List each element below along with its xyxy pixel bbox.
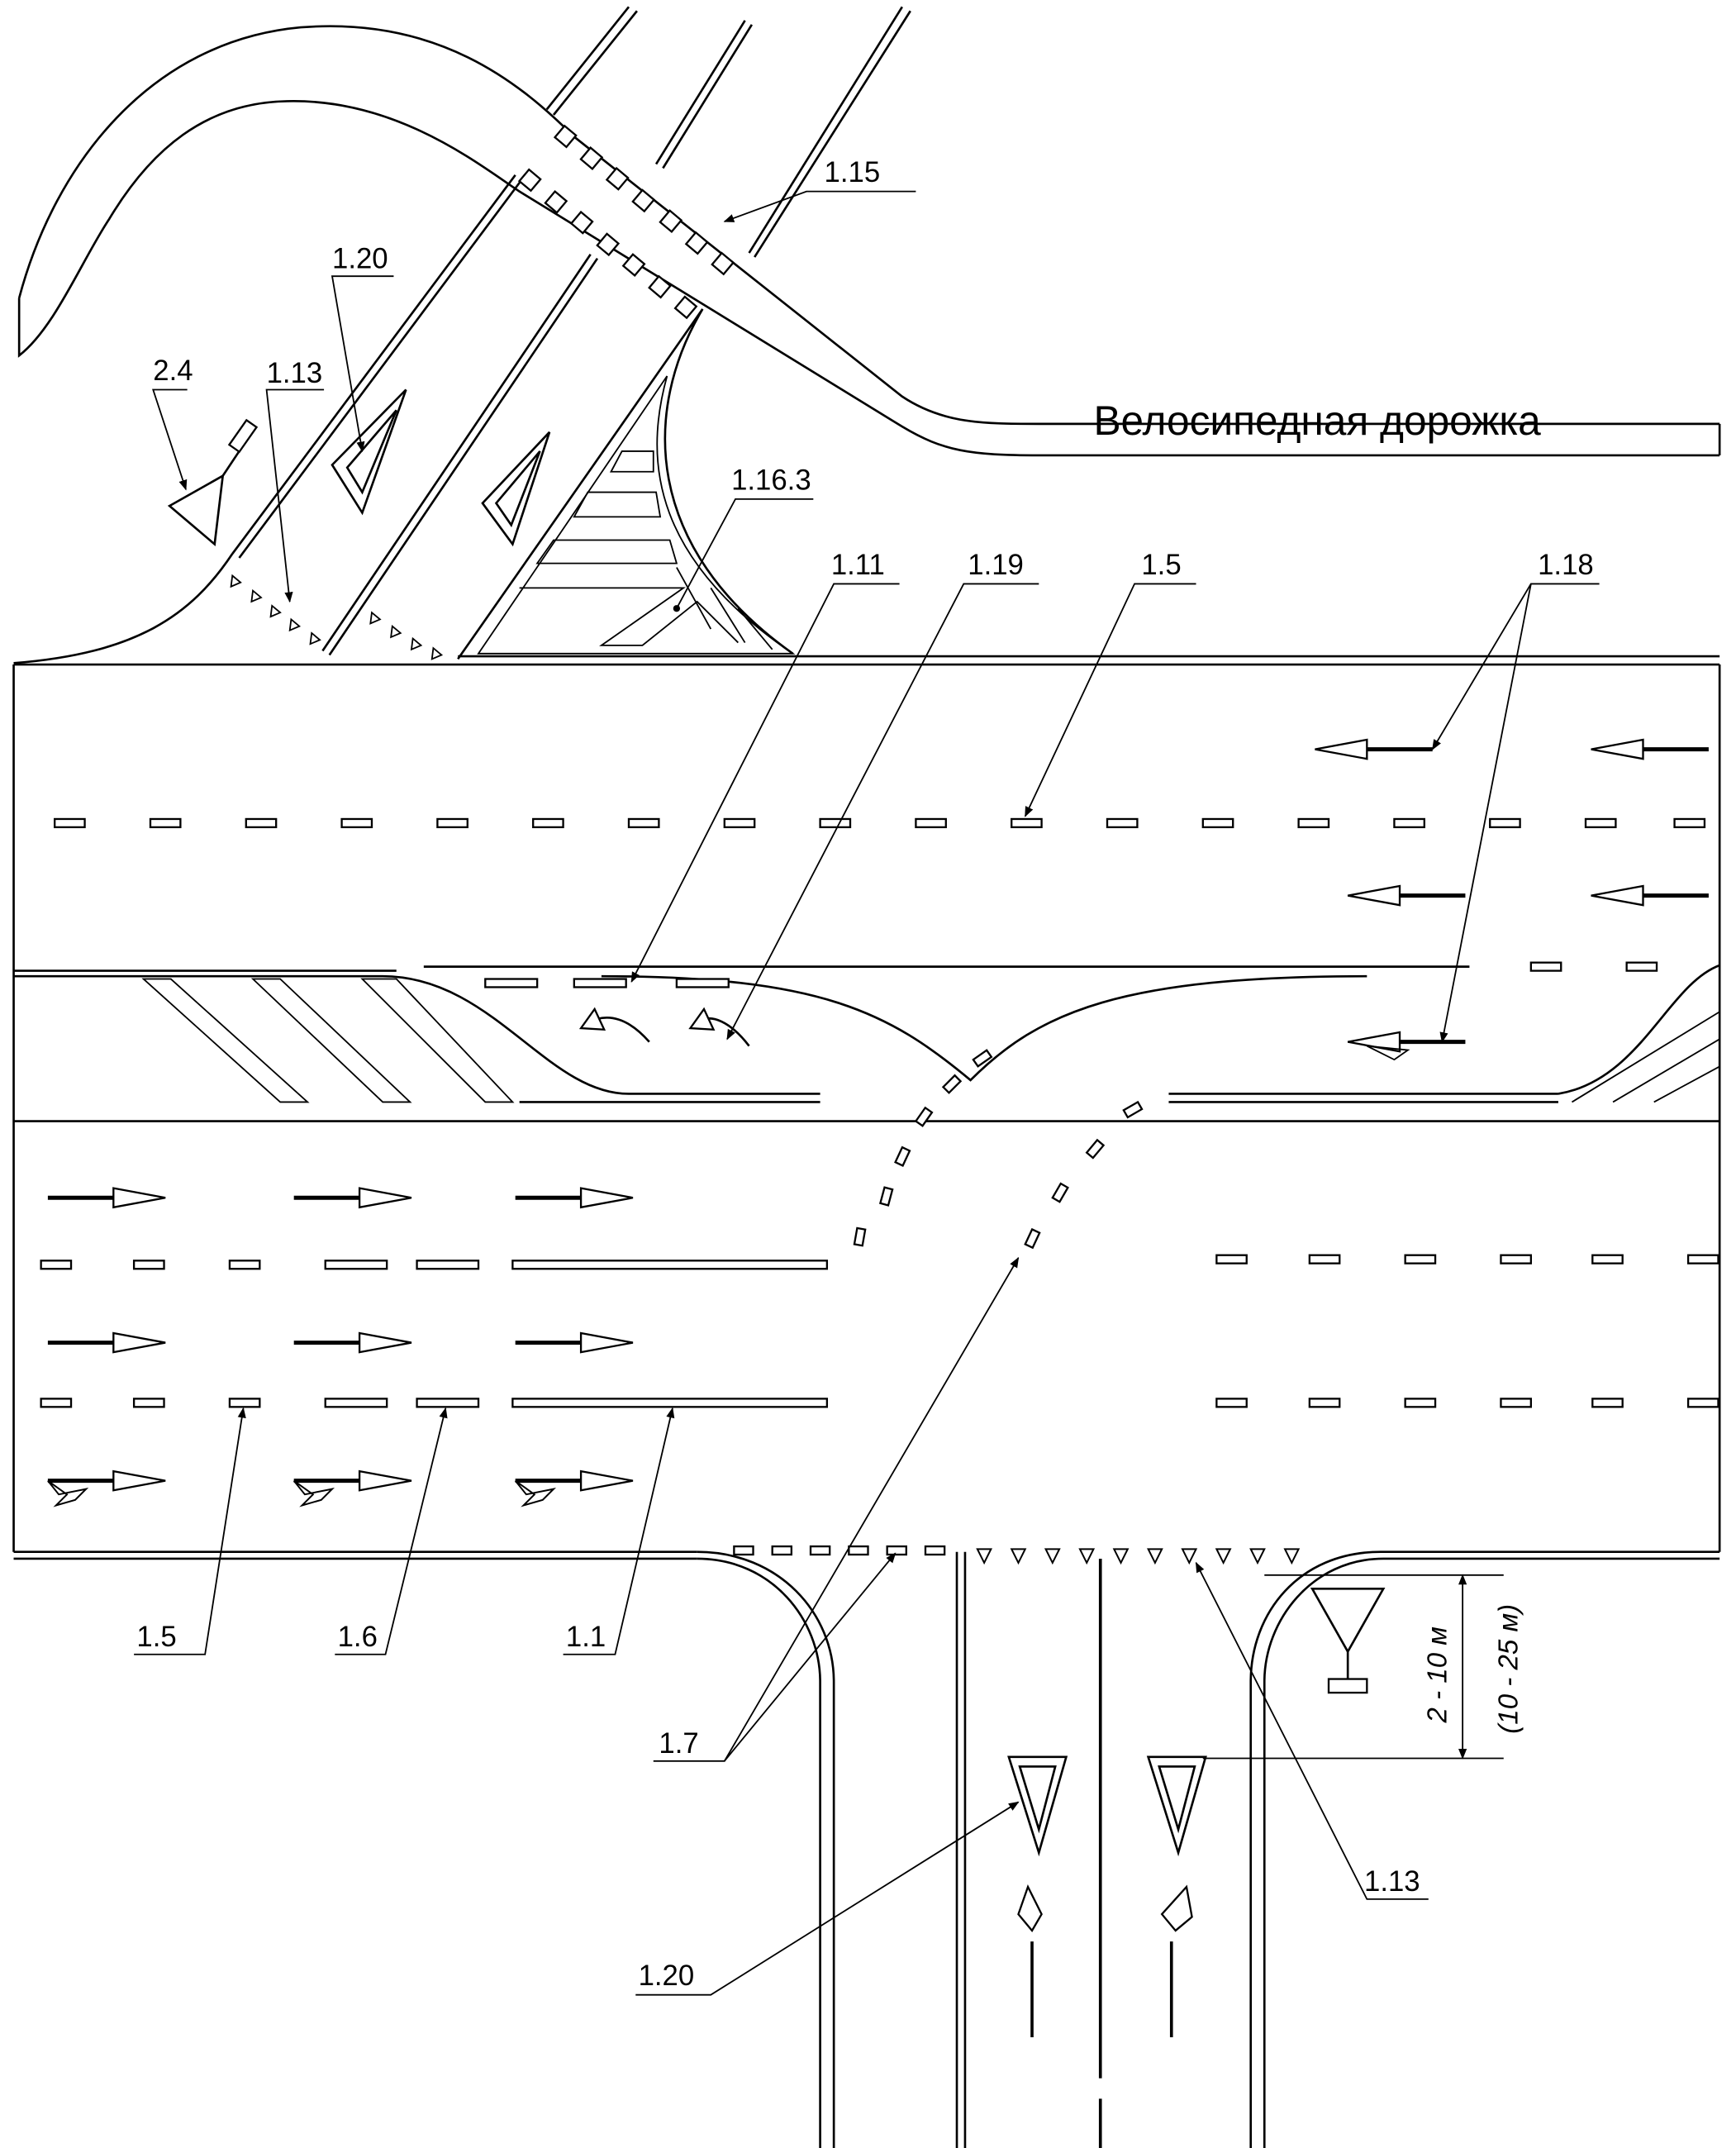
island-marking-1-16-3 [477, 375, 796, 655]
bicycle-path-label: Велосипедная дорожка [1093, 398, 1541, 444]
label-1-15: 1.15 [825, 157, 881, 188]
label-1-7: 1.7 [659, 1728, 698, 1760]
label-1-16-3: 1.16.3 [731, 464, 811, 496]
dimension-primary: 2 - 10 м [1422, 1626, 1453, 1724]
label-1-20-top: 1.20 [332, 243, 388, 274]
yield-triangle-marking-bottom [1007, 1755, 1207, 1857]
lane-dashes [40, 817, 1719, 2148]
label-1-18: 1.18 [1538, 550, 1594, 581]
yield-sign-bottom [1310, 1588, 1386, 1694]
label-1-13-top: 1.13 [267, 358, 323, 389]
bicycle-path: Велосипедная дорожка [17, 25, 1721, 457]
bike-crossing-marking-1-15 [517, 124, 735, 320]
label-2-4: 2.4 [153, 355, 193, 387]
label-1-5-bottom: 1.5 [136, 1622, 176, 1653]
label-1-20-bottom: 1.20 [639, 1960, 695, 1992]
labels: 1.15 1.20 2.4 1.13 1.16.3 1.11 1.19 1.5 … [136, 157, 1593, 1992]
yield-triangle-marking-slip [331, 388, 551, 547]
direction-arrows [48, 740, 1709, 2037]
yield-sign-2-4 [167, 418, 259, 547]
label-1-1: 1.1 [566, 1622, 606, 1653]
label-1-5-top: 1.5 [1141, 550, 1181, 581]
yield-line-marking-1-13-bottom [976, 1548, 1300, 1564]
main-road [12, 655, 1721, 2148]
label-1-6: 1.6 [338, 1622, 378, 1653]
slip-road [13, 6, 911, 664]
dimension-alternate: (10 - 25 м) [1493, 1604, 1524, 1734]
label-1-11: 1.11 [831, 550, 885, 581]
label-1-13-bottom: 1.13 [1364, 1866, 1420, 1898]
label-1-19: 1.19 [968, 550, 1024, 581]
yield-line-marking-1-13-slip [230, 574, 444, 660]
dimension-annotation: 2 - 10 м (10 - 25 м) [1202, 1574, 1524, 1760]
leaders [134, 190, 1600, 1996]
